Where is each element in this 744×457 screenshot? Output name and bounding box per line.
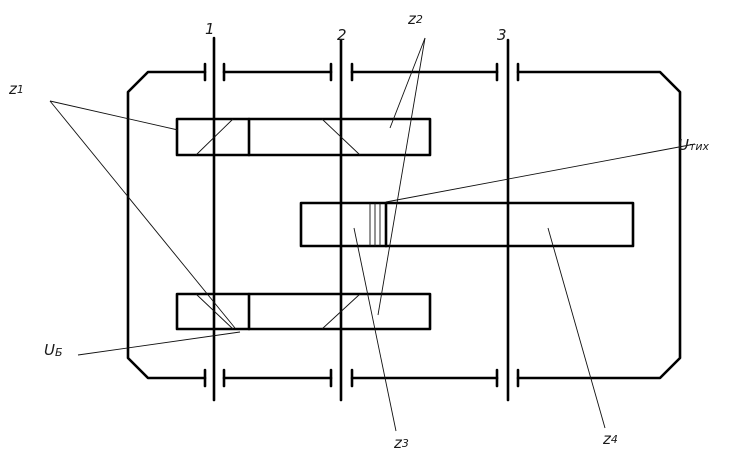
shaft-label-3: 3 [497,26,507,44]
gear-block-upper [175,117,432,157]
shaft-label-2: 2 [337,26,347,44]
label-u-tih: Uтих [678,136,710,154]
gear-block-middle [299,201,635,248]
gear-block-lower [175,292,432,331]
label-z4: z4 [602,430,618,448]
leader-lines [49,37,696,432]
bearing-marks [203,62,520,388]
housing-outline [126,70,682,380]
label-u-b: UБ [44,341,63,359]
shaft-label-1: 1 [205,20,215,38]
label-z3: z3 [393,434,409,452]
shafts [212,36,510,402]
label-z2: z2 [407,10,423,28]
label-z1: z1 [8,80,24,98]
